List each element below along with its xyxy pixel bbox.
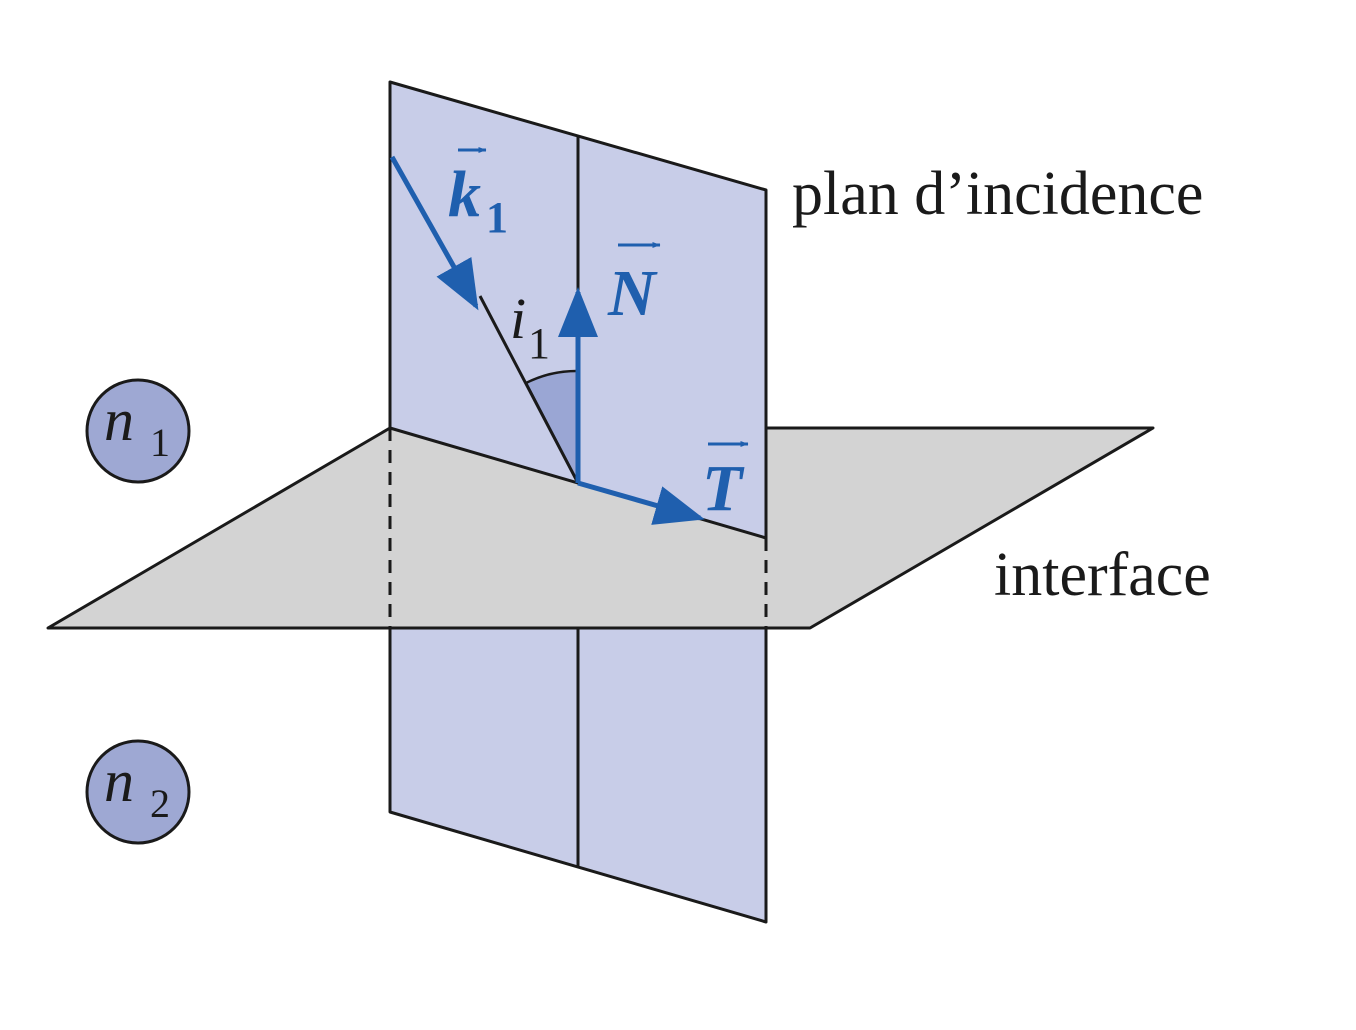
angle-subscript: 1 <box>528 319 550 368</box>
incident-ray-line <box>478 295 580 484</box>
medium-1-badge: n 1 <box>85 378 191 484</box>
medium-2-letter: n <box>104 748 134 814</box>
angle-letter: i <box>510 286 526 351</box>
incidence-plane-label: plan d’incidence <box>792 160 1203 228</box>
wave-vector-label: k 1 <box>448 147 508 242</box>
medium-1-letter: n <box>104 387 134 453</box>
tangent-letter: T <box>702 452 745 525</box>
normal-letter: N <box>607 257 658 330</box>
medium-2-subscript: 2 <box>150 781 170 826</box>
medium-2-badge: n 2 <box>85 739 191 845</box>
angle-label: i 1 <box>510 286 550 368</box>
medium-1-subscript: 1 <box>150 420 170 465</box>
interface-plane <box>46 426 1155 630</box>
normal-vector-label: N <box>607 242 661 330</box>
tangent-vector-arrow <box>577 480 705 525</box>
wave-vector-letter: k <box>448 158 481 231</box>
wave-vector-subscript: 1 <box>486 193 508 242</box>
tangent-vector-label: T <box>702 441 749 525</box>
wave-vector-arrow <box>389 155 479 311</box>
interface-label: interface <box>994 541 1211 609</box>
